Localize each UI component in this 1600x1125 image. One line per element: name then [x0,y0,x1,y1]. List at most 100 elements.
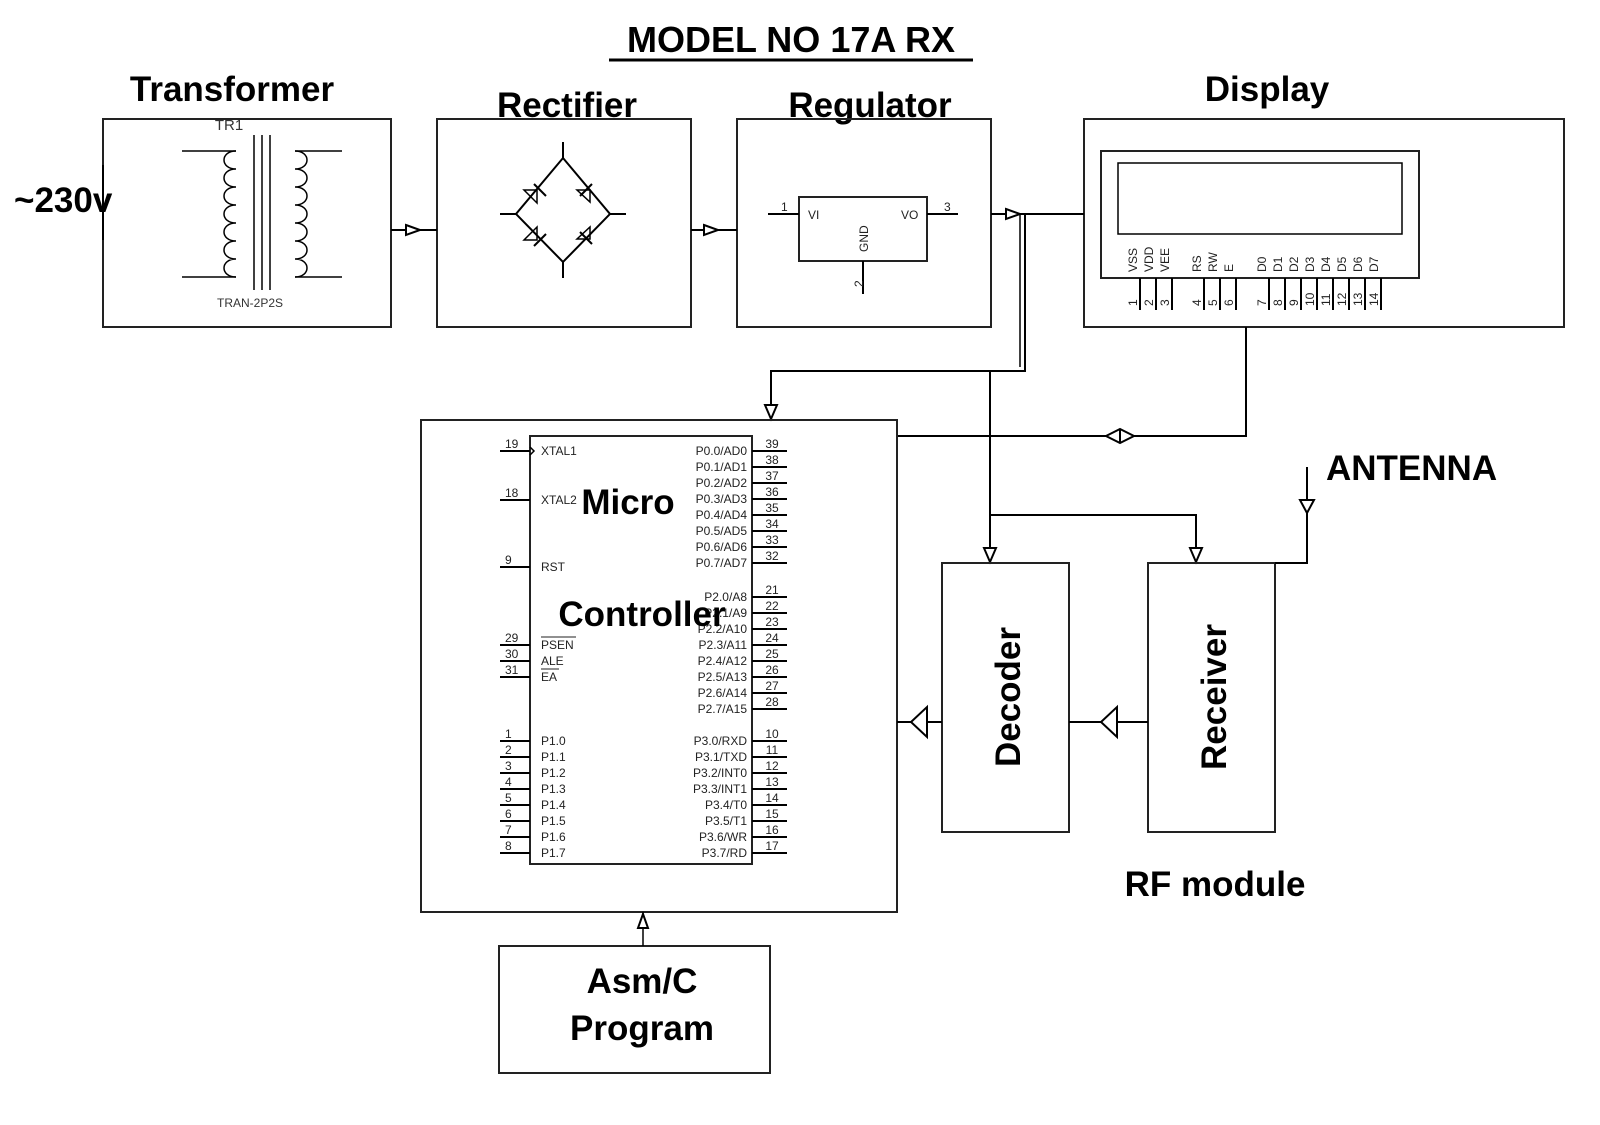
mcu-right-pin-number: 21 [765,583,779,597]
mcu-right-pin-number: 22 [765,599,779,613]
mcu-right-pin-number: 34 [765,517,779,531]
receiver-label: Receiver [1195,624,1234,770]
mcu-right-pin-number: 39 [765,437,779,451]
mcu-right-pin-number: 15 [765,807,779,821]
mcu-right-pin-number: 38 [765,453,779,467]
lcd-pin-number: 14 [1367,292,1381,306]
mcu-right-pin-name: P3.3/INT1 [693,782,747,796]
decoder-label: Decoder [989,627,1028,767]
lcd-pin-name: D1 [1271,256,1285,272]
arrow-regulator-to-display [1005,207,1023,221]
data-path-wires [897,704,1148,740]
mcu-right-pin-name: P0.7/AD7 [696,556,748,570]
lcd-pin-number: 11 [1319,293,1333,306]
regulator-block: 1 VI 3 VO GND 2 [736,118,992,328]
lcd-pin-number: 10 [1303,292,1317,306]
mcu-left-pin-name: EA [541,670,557,684]
mcu-right-pin-number: 14 [765,791,779,805]
clock-input-icon [529,446,536,456]
bridge-rectifier-symbol [500,142,626,278]
display-block: VSS1VDD2VEE3RS4RW5E6D07D18D29D310D411D51… [1083,118,1565,328]
transformer-symbol [182,135,342,290]
mcu-left-pin-number: 18 [505,486,519,500]
mcu-left-pin-name: P1.2 [541,766,566,780]
mcu-left-pin-number: 7 [505,823,512,837]
lcd-screen [1117,162,1403,235]
lcd-pins: VSS1VDD2VEE3RS4RW5E6D07D18D29D310D411D51… [1126,246,1382,310]
arrow-power-to-receiver [1188,547,1204,565]
lcd-pin-number: 7 [1255,299,1269,306]
arrow-decoder-to-mcu [909,704,928,740]
lcd-pin-number: 5 [1206,299,1220,306]
antenna-icon [1298,499,1316,516]
mcu-left-pin-number: 9 [505,553,512,567]
lcd-pin-name: VSS [1126,248,1140,272]
mcu-right-pin-number: 12 [765,759,779,773]
mcu-right-pin-number: 23 [765,615,779,629]
lcd-pin-number: 1 [1126,299,1140,306]
mcu-right-pin-name: P3.4/T0 [705,798,747,812]
input-voltage-label: ~230v [14,181,113,220]
display-mcu-bus [897,327,1247,445]
mcu-right-pin-name: P0.5/AD5 [696,524,748,538]
lcd-pin-number: 2 [1142,299,1156,306]
mcu-right-pin-name: P0.3/AD3 [696,492,748,506]
mcu-left-pin-name: P1.1 [541,750,566,764]
mcu-right-pin-name: P2.1/A9 [704,606,747,620]
mcu-left-pin-name: PSEN [541,638,574,652]
mcu-left-pin-number: 3 [505,759,512,773]
mcu-right-pin-name: P2.0/A8 [704,590,747,604]
mcu-left-pin-number: 8 [505,839,512,853]
lcd-pin-number: 12 [1335,292,1349,306]
power-wires [102,165,1084,240]
mcu-right-pin-number: 26 [765,663,779,677]
mcu-right-pin-name: P0.1/AD1 [696,460,748,474]
mcu-right-pin-name: P2.4/A12 [698,654,748,668]
mcu-left-pin-number: 5 [505,791,512,805]
mcu-right-pin-number: 11 [766,743,779,757]
mcu-right-pin-number: 37 [765,469,779,483]
regulator-pin2-num: 2 [852,280,866,287]
mcu-left-pin-name: ALE [541,654,564,668]
decoder-block [941,562,1070,833]
display-label: Display [1205,70,1330,109]
mcu-label-line1: Micro [581,483,674,522]
mcu-left-pin-number: 1 [505,727,512,741]
lcd-pin-name: VDD [1142,246,1156,272]
lcd-pin-name: D4 [1319,256,1333,272]
mcu-right-pin-number: 13 [765,775,779,789]
mcu-right-pin-name: P0.4/AD4 [696,508,748,522]
lcd-pin-name: D0 [1255,256,1269,272]
regulator-pin1-num: 1 [781,200,788,214]
microcontroller-block [420,419,898,913]
lcd-pin-name: E [1222,264,1236,272]
lcd-pin-name: D5 [1335,256,1349,272]
mcu-right-pin-number: 35 [765,501,779,515]
mcu-left-pin-name: P1.0 [541,734,566,748]
mcu-right-pin-name: P3.6/WR [699,830,747,844]
lcd-pin-number: 6 [1222,299,1236,306]
regulator-pin3-num: 3 [944,200,951,214]
lcd-pin-number: 3 [1158,299,1172,306]
mcu-right-pin-name: P2.6/A14 [698,686,748,700]
mcu-left-pin-name: P1.4 [541,798,566,812]
transformer-label: Transformer [130,70,335,109]
mcu-left-pin-name: XTAL2 [541,493,577,507]
transformer-part: TRAN-2P2S [217,296,283,310]
mcu-right-pin-name: P0.0/AD0 [696,444,748,458]
mcu-right-pin-name: P2.5/A13 [698,670,748,684]
mcu-right-pin-name: P3.1/TXD [695,750,747,764]
arrow-program-to-mcu [636,911,650,929]
mcu-right-pin-name: P3.5/T1 [705,814,747,828]
transformer-block: TR1 TRAN-2P2S [102,117,392,328]
mcu-right-pin-name: P3.2/INT0 [693,766,747,780]
lcd-pin-name: RW [1206,252,1220,272]
mcu-left-pin-name: P1.3 [541,782,566,796]
lcd-pin-name: VEE [1158,248,1172,272]
lcd-pin-name: D7 [1367,256,1381,272]
power-distribution-wires [763,214,1204,565]
mcu-right-pin-number: 10 [765,727,779,741]
rf-module-label: RF module [1125,865,1306,904]
